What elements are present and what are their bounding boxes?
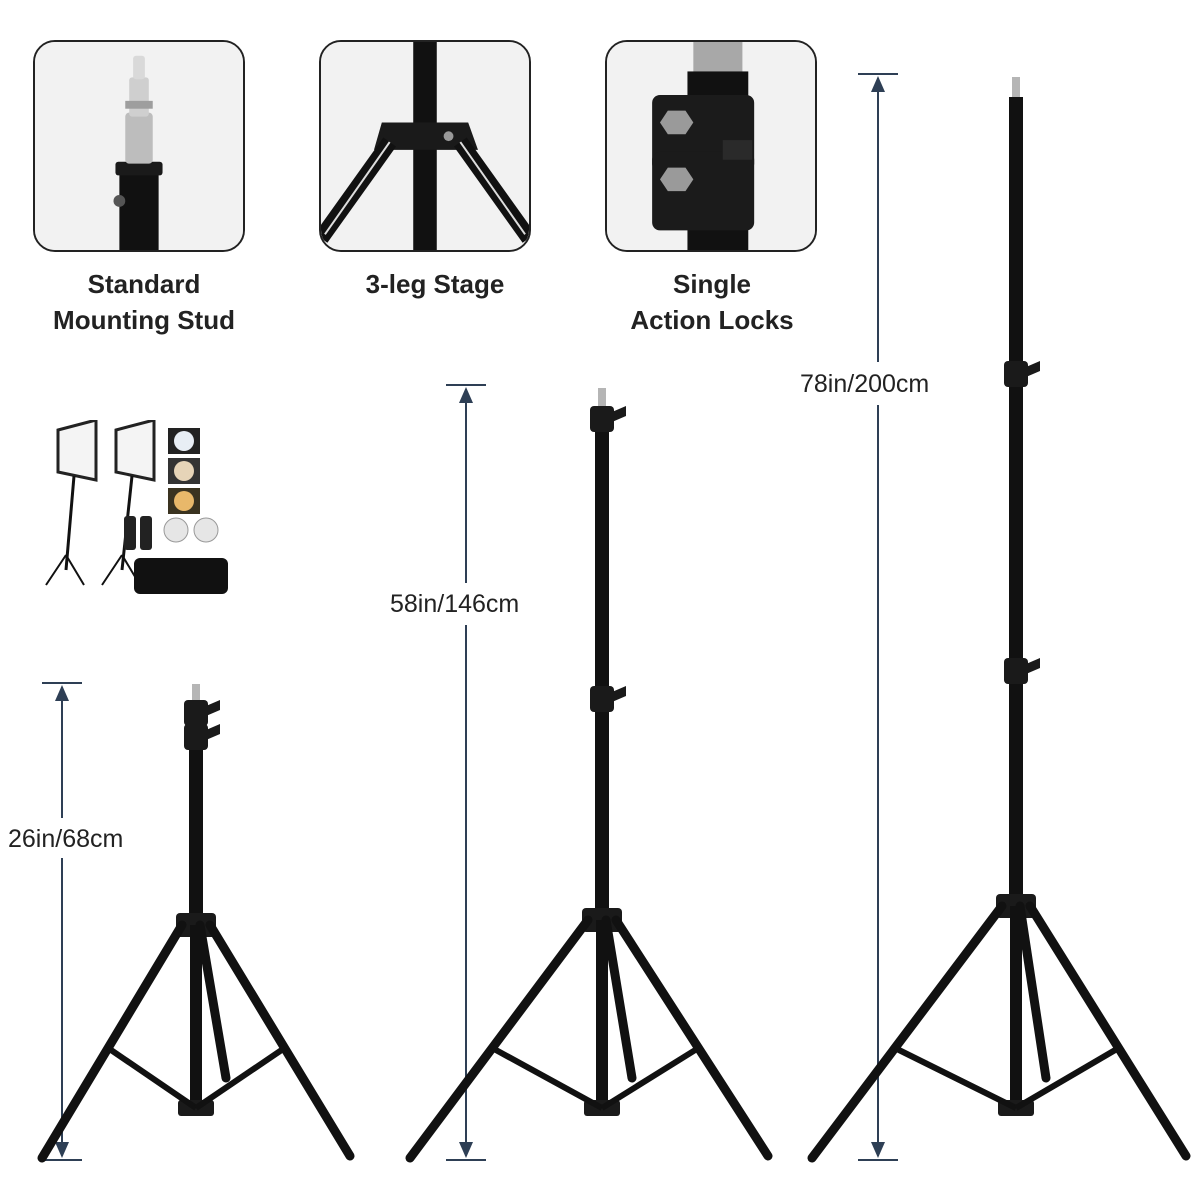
mounting-stud [1012,77,1020,99]
light-stand [37,684,355,1163]
dimension-line [446,384,486,1161]
leg-brace [106,1045,198,1111]
lock-clamp [590,686,614,712]
action-lock-closeup [605,40,817,252]
mounting-stud [192,684,200,706]
tripod-leg [205,920,355,1161]
three-leg-stage-icon [321,42,529,250]
stand-pole [1009,97,1023,906]
mounting-stud-closeup [33,40,245,252]
lock-clamp [590,406,614,432]
leg-brace [600,1045,701,1111]
arrow-up-icon [55,685,69,701]
lock-clamp [1004,361,1028,387]
lock-clamp [1004,658,1028,684]
arrow-down-icon [459,1142,473,1158]
leg-brace [893,1045,1018,1111]
center-column [1010,906,1022,1108]
dimension-line [858,73,898,1161]
tripod-leg [611,915,773,1161]
leg-brace [1014,1045,1121,1111]
lock-lever [206,700,220,716]
feature-label-action-locks: Single Action Locks [630,269,794,335]
center-column [596,920,608,1108]
height-label-medium: 58in/146cm [390,588,520,621]
lock-lever [612,686,626,702]
center-column [190,925,202,1108]
tripod-leg [37,920,187,1163]
lock-lever [206,724,220,740]
lock-lever [1026,361,1040,377]
action-lock-icon [607,42,815,250]
lock-lever [612,406,626,422]
feature-label-three-leg-stage: 3-leg Stage [365,269,505,299]
tripod-leg [405,915,593,1163]
arrow-down-icon [871,1142,885,1158]
mounting-stud [598,388,606,410]
three-leg-stage-closeup [319,40,531,252]
height-label-maximum: 78in/200cm [800,368,930,401]
lock-clamp [184,700,208,726]
tripod-leg [1025,901,1191,1161]
arrow-up-icon [459,387,473,403]
lock-clamp [184,724,208,750]
arrow-down-icon [55,1142,69,1158]
dimension-line [42,682,82,1161]
light-stand [405,388,773,1163]
lock-lever [1026,658,1040,674]
arrow-up-icon [871,76,885,92]
tripod-leg [601,915,637,1083]
softbox-kit-image [45,420,228,594]
height-label-collapsed: 26in/68cm [8,823,124,856]
leg-brace [490,1045,604,1111]
stand-pole [189,704,203,925]
leg-brace [194,1045,287,1111]
light-stand [807,77,1191,1163]
tripod-leg [807,901,1007,1163]
tripod-leg [1015,901,1051,1083]
mounting-stud-icon [35,42,243,250]
tripod-leg [195,920,231,1083]
feature-label-mounting-stud: Standard Mounting Stud [53,269,235,335]
stand-pole [595,408,609,920]
